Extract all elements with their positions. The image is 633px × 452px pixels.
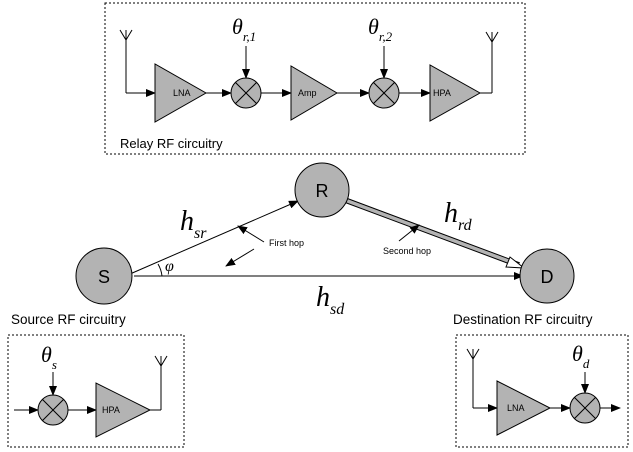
h-rd-label: hrd	[444, 198, 473, 234]
destination-rx-antenna-icon	[466, 348, 498, 412]
source-box-border	[7, 334, 185, 448]
source-mixer-icon	[37, 394, 69, 426]
source-hpa-label: HPA	[102, 405, 120, 415]
relay-mixer-2-icon	[368, 77, 400, 109]
link-rd	[344, 197, 526, 269]
node-source: S	[75, 247, 133, 305]
relay-phase-2-label: θr,2	[368, 14, 393, 44]
link-sr	[129, 200, 299, 275]
relay-amp-block	[290, 65, 338, 121]
node-relay: R	[294, 162, 350, 218]
relay-phase-1-label: θr,1	[232, 14, 256, 44]
source-tx-antenna-icon	[150, 355, 168, 411]
relay-tx-antenna-icon	[480, 31, 499, 94]
source-hpa-block	[95, 382, 152, 438]
relay-box-caption: Relay RF circuitry	[120, 136, 223, 151]
node-destination: D	[519, 248, 575, 304]
source-rf-box: θs HPA	[7, 334, 185, 448]
h-sr-label: hsr	[180, 206, 207, 242]
relay-rf-box: LNA θr,1 Amp θr,2 HPA Relay RF cir	[104, 2, 526, 155]
source-box-caption: Source RF circuitry	[11, 312, 126, 327]
relay-lna-block	[154, 63, 208, 123]
first-hop-label: First hop	[269, 238, 304, 248]
destination-box-border	[455, 334, 629, 448]
link-rd-arrowhead	[505, 256, 526, 269]
relay-hpa-label: HPA	[433, 88, 451, 98]
relay-amp-label: Amp	[298, 88, 317, 98]
node-destination-label: D	[541, 267, 554, 287]
source-phase-label: θs	[41, 342, 57, 372]
relay-rx-antenna-icon	[119, 29, 156, 97]
angle-arc	[157, 263, 163, 277]
h-sd-label: hsd	[316, 282, 345, 318]
destination-rf-box: LNA θd	[455, 334, 629, 448]
destination-mixer-icon	[569, 392, 601, 424]
destination-lna-block	[496, 380, 552, 436]
relay-mixer-1-icon	[230, 77, 262, 109]
node-source-label: S	[98, 267, 110, 287]
destination-lna-label: LNA	[507, 403, 525, 413]
relay-box-border	[104, 2, 526, 155]
relay-hpa-block	[429, 64, 482, 122]
destination-phase-label: θd	[572, 341, 590, 371]
angle-label: φ	[165, 258, 174, 275]
destination-box-caption: Destination RF circuitry	[453, 312, 593, 327]
node-relay-label: R	[316, 181, 329, 201]
relay-lna-label: LNA	[173, 88, 191, 98]
second-hop-label: Second hop	[383, 246, 431, 256]
